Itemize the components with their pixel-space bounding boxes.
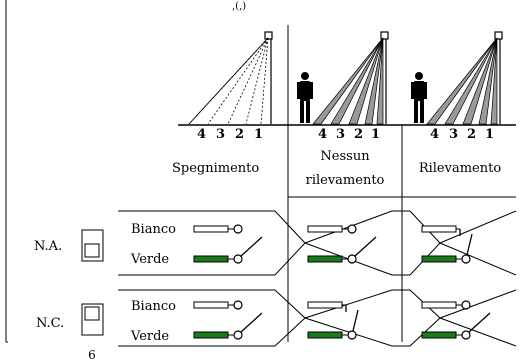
white-wire [193, 301, 229, 309]
sensor-icon [380, 31, 389, 40]
page-number: 6 [88, 348, 96, 362]
white-wire [421, 301, 457, 309]
green-wire [307, 331, 343, 339]
contact-closed [352, 309, 359, 332]
zone-label: 1 [371, 127, 380, 142]
person-icon [411, 72, 427, 123]
row-nc: N.C. Bianco Verde [36, 289, 517, 347]
row-label-na: N.A. [34, 239, 62, 254]
wire-label-verde: Verde [130, 329, 169, 344]
green-wire [421, 255, 457, 263]
zone-label: 3 [336, 127, 345, 142]
column-label-spegnimento: Spegnimento [172, 161, 259, 176]
green-wire [421, 331, 457, 339]
wire-label-bianco: Bianco [131, 299, 176, 314]
zone-label: 3 [216, 127, 225, 142]
zone-label: 3 [449, 127, 458, 142]
sensor-column-2: 4 3 2 1 [297, 31, 389, 142]
contact-open [240, 312, 263, 333]
sensor-column-3: 4 3 2 1 [411, 31, 503, 142]
white-wire [193, 225, 229, 233]
contact-open [240, 236, 263, 257]
detection-beams-filled [426, 37, 498, 125]
person-icon [297, 72, 313, 123]
zone-label: 4 [318, 127, 327, 142]
contact-open [354, 236, 377, 257]
sensor-column-1: 4 3 2 1 [188, 31, 273, 142]
zone-label: 2 [467, 127, 476, 142]
green-wire [307, 255, 343, 263]
column-label-rilevamento: Rilevamento [419, 161, 502, 176]
green-wire [193, 255, 229, 263]
zone-label: 1 [254, 127, 263, 142]
white-wire [307, 301, 343, 309]
column-label-rilevamento-2: rilevamento [306, 173, 385, 188]
zone-label: 2 [235, 127, 244, 142]
white-wire [421, 225, 457, 233]
sensor-icon [494, 31, 503, 40]
zone-label: 1 [485, 127, 494, 142]
wire-label-verde: Verde [130, 252, 169, 267]
zone-label: 2 [354, 127, 363, 142]
sensor-icon [264, 31, 273, 40]
column-label-nessun: Nessun [320, 149, 370, 164]
zone-label: 4 [430, 127, 439, 142]
zone-label: 4 [197, 127, 206, 142]
contact-closed [466, 233, 473, 256]
wire-label-bianco: Bianco [131, 222, 176, 237]
green-wire [193, 331, 229, 339]
envelope-bottom [118, 317, 517, 347]
detection-beams-filled [312, 37, 384, 125]
envelope-bottom [118, 242, 517, 276]
row-label-nc: N.C. [36, 316, 64, 331]
header-fragment: ,(,) [232, 1, 246, 12]
beam-outer [188, 37, 269, 125]
switch-icon [81, 229, 104, 262]
switch-icon [81, 303, 104, 336]
row-na: N.A. Bianco Verde [34, 210, 517, 276]
contact-open [468, 312, 491, 333]
white-wire [307, 225, 343, 233]
